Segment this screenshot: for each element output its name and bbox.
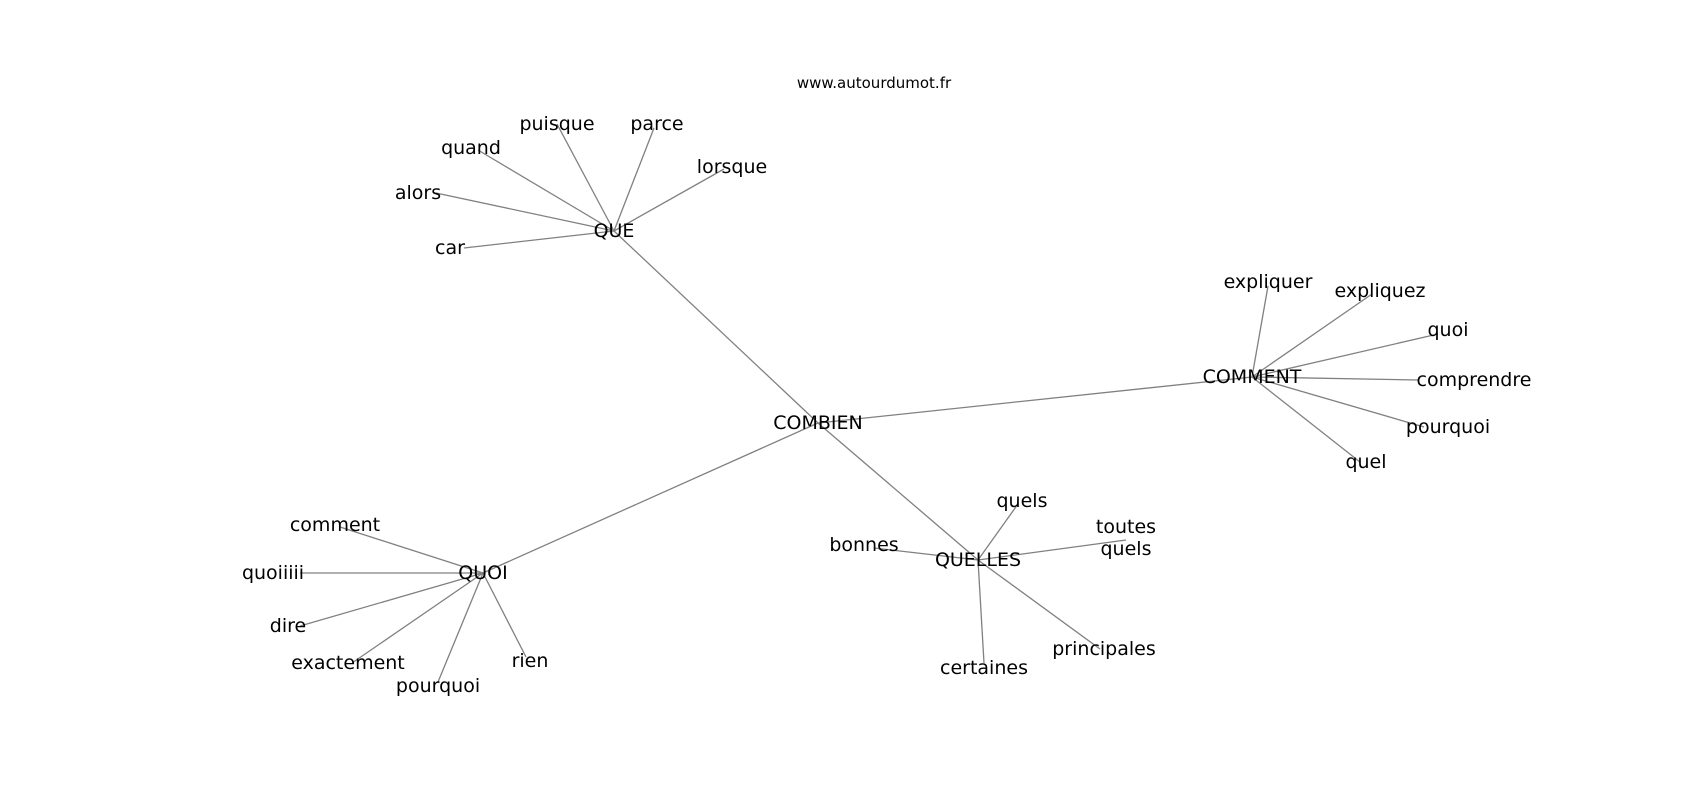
edge-que-leaf [613,127,655,232]
leaf-node-label: pourquoi [396,675,480,697]
hub-node-label: QUELLES [935,549,1021,571]
leaf-node-label: bonnes [829,534,898,556]
leaf-node-label: expliquez [1335,280,1426,302]
edge-quelles-leaf [977,559,985,664]
leaf-node-label: quand [441,137,501,159]
edge-center-quelles [817,422,979,561]
edge-quelles-leaf [873,547,979,561]
graph-edges [299,123,1439,683]
edge-quelles-leaf [977,539,1127,561]
edge-center-que [613,230,819,424]
edge-que-leaf [613,168,725,232]
edge-que-leaf [477,149,615,232]
leaf-node-label: car [435,237,465,259]
leaf-node-label: expliquer [1224,271,1313,293]
edge-comment-leaf [1251,333,1439,378]
edge-que-leaf [463,230,615,249]
hub-node-label: COMMENT [1203,366,1302,388]
edge-center-quoi [482,422,819,574]
leaf-node-label: rien [512,650,549,672]
leaf-node-label: lorsque [697,156,767,178]
edge-quoi-leaf [482,572,527,658]
leaf-node-label: quoi [1427,319,1468,341]
site-watermark: www.autourdumot.fr [797,74,952,92]
leaf-node-label: puisque [519,113,594,135]
edge-quelles-leaf [977,559,1101,650]
hub-node-label: QUE [594,220,635,242]
edge-quoi-leaf [351,572,484,664]
leaf-node-label: principales [1052,638,1156,660]
edge-comment-leaf [1251,293,1373,378]
edge-quelles-leaf [977,503,1019,561]
edge-comment-leaf [1251,376,1361,463]
leaf-node-label: quel [1345,451,1386,473]
edge-que-leaf [435,192,615,232]
leaf-node-label: comprendre [1417,369,1532,391]
hub-node-label: QUOI [458,562,507,584]
leaf-node-label: comment [290,514,380,536]
edge-que-leaf [556,123,615,232]
leaf-node-label: certaines [940,657,1028,679]
leaf-node-label: pourquoi [1406,416,1490,438]
edge-quoi-leaf [299,572,484,627]
leaf-node-label: exactement [291,652,405,674]
edge-comment-leaf [1251,376,1425,428]
edge-quoi-leaf [437,572,484,683]
edge-comment-leaf [1251,376,1419,381]
edge-comment-leaf [1251,285,1269,378]
edge-quoi-leaf [339,526,484,574]
leaf-node-label: dire [270,615,306,637]
leaf-node-label: quoiiiii [242,562,304,584]
center-node-label: COMBIEN [773,412,862,434]
edge-center-comment [817,376,1253,424]
leaf-node-label: quels [997,490,1048,512]
leaf-node-label: alors [395,182,441,204]
graph-labels: COMBIEN QUE car alors quand puisque parce lorsq… [242,113,1532,697]
leaf-node-label: parce [630,113,683,135]
